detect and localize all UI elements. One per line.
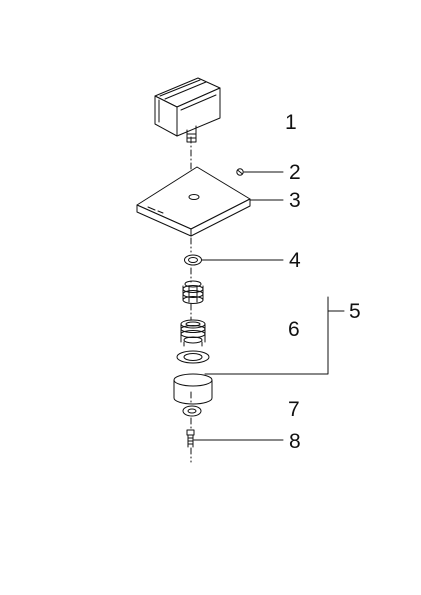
callout-1: 1 — [285, 111, 297, 134]
handle-block-icon — [154, 77, 221, 143]
assembly-bracket-5 — [204, 296, 329, 375]
callout-3: 3 — [289, 189, 301, 212]
callout-8: 8 — [289, 430, 301, 453]
washer-icon — [182, 405, 202, 417]
escutcheon-plate-icon — [136, 166, 251, 237]
leader-lines — [193, 171, 345, 441]
callout-6: 6 — [288, 318, 300, 341]
set-screw-icon — [236, 168, 244, 176]
callout-2: 2 — [289, 161, 301, 184]
cartridge-body-icon — [173, 280, 213, 405]
o-ring-icon — [184, 254, 202, 266]
callout-4: 4 — [289, 249, 301, 272]
callout-7: 7 — [288, 398, 300, 421]
callout-5: 5 — [349, 300, 361, 323]
bolt-icon — [186, 429, 195, 448]
